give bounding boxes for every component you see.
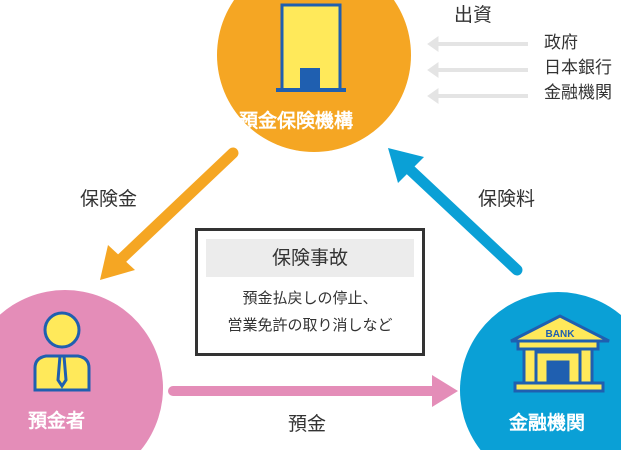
insured-event-box: 保険事故 預金払戻しの停止、 営業免許の取り消しなど xyxy=(195,228,425,356)
deposit-label: 預金 xyxy=(288,413,327,435)
depositor-label: 預金者 xyxy=(28,410,86,432)
bank-icon-text: BANK xyxy=(546,329,576,340)
building-icon xyxy=(276,3,346,92)
bank-label: 金融機関 xyxy=(509,412,586,434)
capital-source: 金融機関 xyxy=(544,83,612,103)
deposit-arrow xyxy=(168,375,458,407)
person-icon xyxy=(33,311,91,392)
premium-label: 保険料 xyxy=(478,188,536,210)
capital-source: 政府 xyxy=(544,33,578,53)
bank-icon xyxy=(510,314,610,393)
dic-label: 預金保険機構 xyxy=(239,110,354,132)
insurance-payout-arrow xyxy=(100,147,239,280)
insurance-payout-label: 保険金 xyxy=(80,188,138,210)
capital-title: 出資 xyxy=(454,4,493,26)
insured-event-title: 保険事故 xyxy=(206,239,414,277)
insured-event-line: 営業免許の取り消しなど xyxy=(227,316,393,334)
capital-source: 日本銀行 xyxy=(544,58,612,78)
premium-arrow xyxy=(388,148,523,276)
capital-sources: 政府 日本銀行 金融機関 xyxy=(544,31,612,106)
insured-event-line: 預金払戻しの停止、 xyxy=(242,289,378,307)
capital-arrows xyxy=(427,36,528,104)
